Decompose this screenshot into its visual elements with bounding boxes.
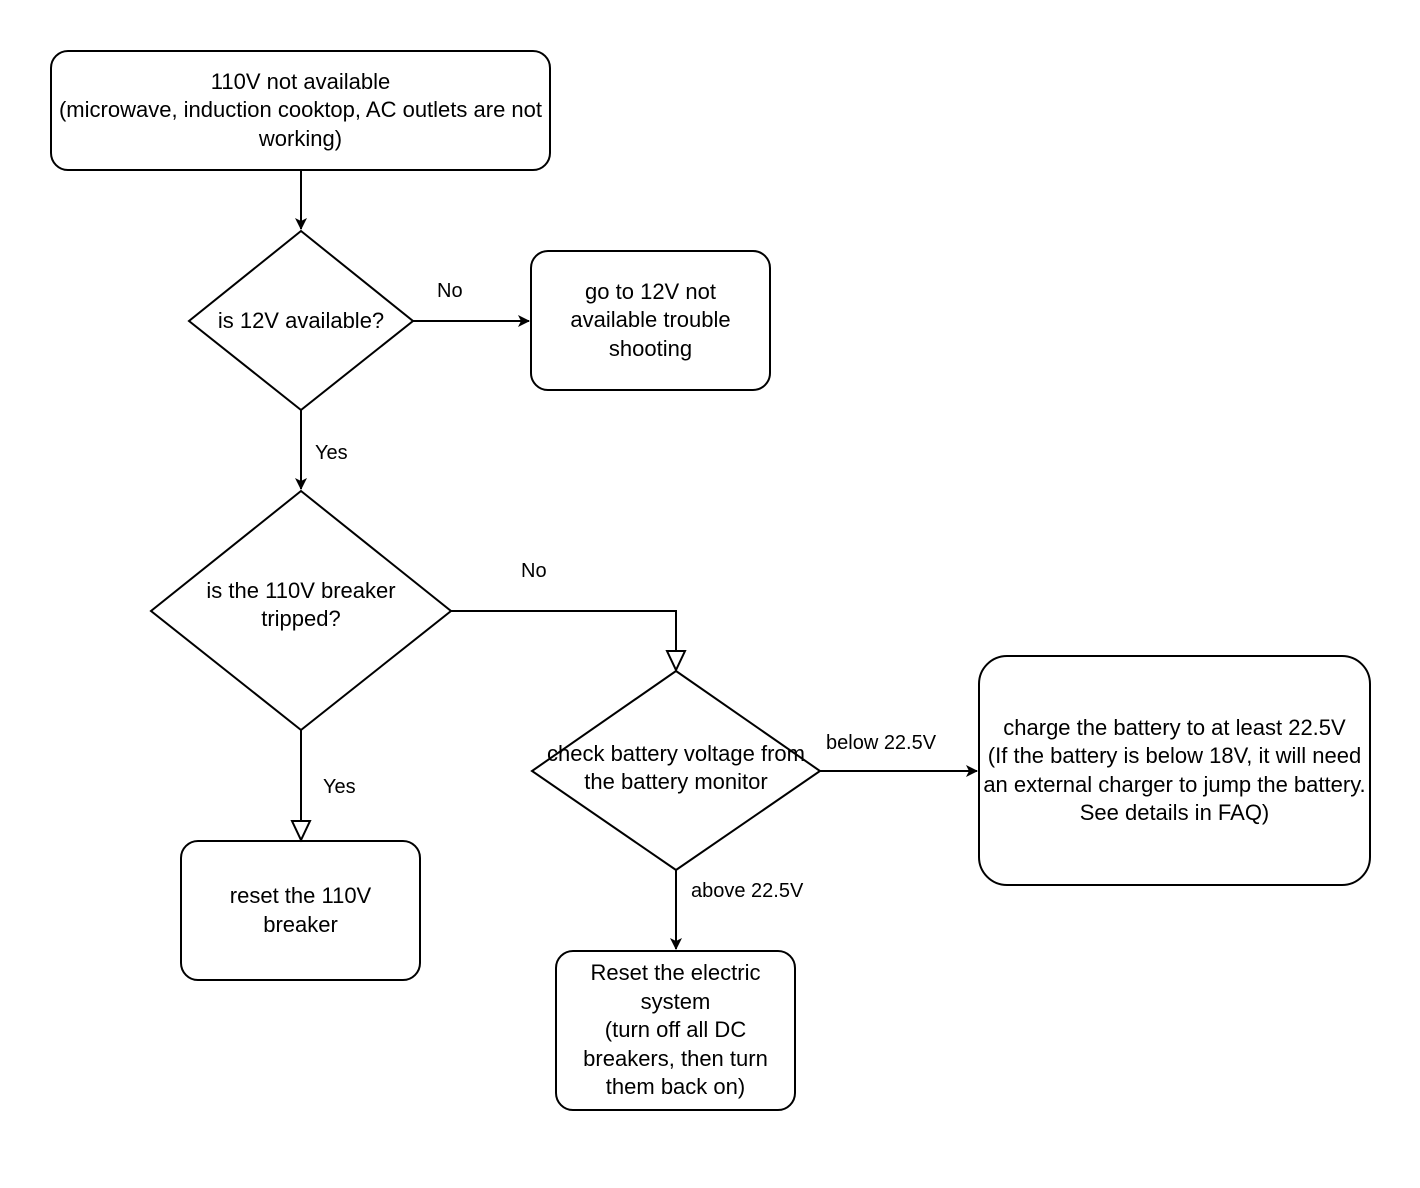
edge-label-12v-no: No <box>437 280 463 302</box>
edge-label-battery-below: below 22.5V <box>826 732 937 754</box>
reset-electric-system-label: Reset the electric system (turn off all … <box>583 960 768 1100</box>
check-battery-voltage-label: check battery voltage from the battery m… <box>546 740 805 795</box>
start-box-label: 110V not available (microwave, induction… <box>58 68 543 151</box>
arrowhead-breaker-yes <box>290 820 312 843</box>
edge-label-breaker-yes: Yes <box>323 776 356 798</box>
reset-breaker-label: reset the 110V breaker <box>229 883 372 937</box>
connector-breaker-no <box>451 610 677 651</box>
edge-label-battery-above: above 22.5V <box>691 880 804 902</box>
charge-battery-label: charge the battery to at least 22.5V (If… <box>983 714 1366 826</box>
goto-12v-troubleshooting-box[interactable] <box>530 250 771 391</box>
arrowhead-breaker-no <box>665 650 687 673</box>
edge-label-12v-yes: Yes <box>315 442 348 464</box>
is-12v-available-label: is 12V available? <box>217 307 385 333</box>
goto-12v-troubleshooting-label: go to 12V not available trouble shooting <box>570 278 731 361</box>
reset-electric-system-box[interactable] <box>555 950 796 1111</box>
is-breaker-tripped-label: is the 110V breaker tripped? <box>206 577 396 632</box>
edge-label-breaker-no: No <box>521 560 547 582</box>
charge-battery-box[interactable] <box>978 655 1371 886</box>
